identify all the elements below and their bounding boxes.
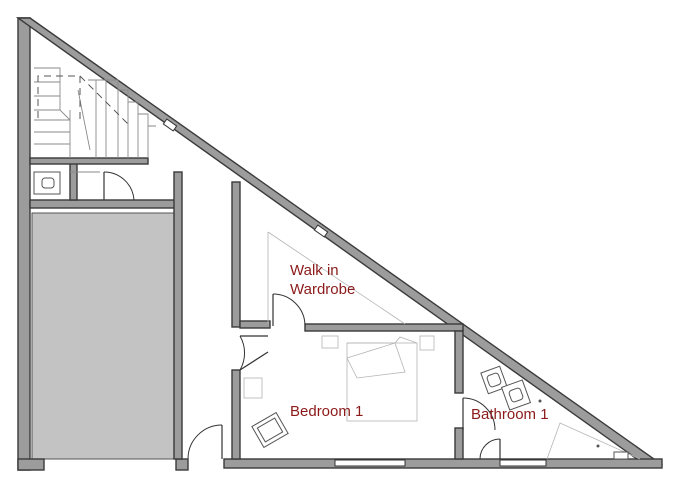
bedside-table-right: [419, 335, 435, 351]
stair-end-wall: [29, 157, 149, 165]
wall-corner: [17, 458, 45, 471]
bathroom-window: [499, 459, 547, 467]
wardrobe-wall-bottom: [304, 323, 464, 332]
bathroom-wall-upper: [454, 330, 464, 394]
stair-direction-line: [37, 75, 81, 124]
wardrobe-unit: [243, 377, 263, 399]
bedroom-window: [334, 459, 406, 467]
bed-cover: [346, 342, 406, 379]
west-wall: [17, 17, 31, 471]
room-label-bedroom-1: Bedroom 1: [290, 403, 364, 420]
garage-top-wall: [29, 199, 181, 209]
wardrobe-wall-left: [239, 320, 271, 329]
armchair: [251, 411, 289, 449]
outer-walls: [15, 17, 664, 471]
corridor-wall-upper: [231, 181, 241, 328]
wardrobe-shelf-diagonal: [267, 231, 406, 325]
bedside-table-left: [321, 335, 339, 349]
wardrobe-window: [313, 224, 329, 238]
shower-drain: [596, 444, 600, 448]
stair-base-wall: [69, 159, 78, 201]
bathroom-wall-lower: [454, 427, 464, 460]
bathroom-door2-swing: [479, 438, 501, 460]
bathroom-radiator: [613, 451, 629, 460]
corridor-wall-lower: [231, 369, 241, 460]
stair-window: [162, 118, 178, 132]
wc-door-swing: [103, 171, 135, 201]
shower-tray: [546, 422, 641, 460]
wardrobe-door-swing: [272, 293, 306, 327]
room-label-bathroom-1: Bathroom 1: [471, 406, 549, 423]
bed: [321, 335, 435, 422]
bathroom-door-swing: [462, 397, 496, 431]
stair-flight-left: [34, 67, 61, 111]
garage-side-wall: [173, 171, 183, 460]
garage-area: [31, 212, 175, 460]
bathroom-fixtures: [480, 365, 641, 460]
staircase: [34, 67, 156, 158]
stair-flight-right: [88, 79, 156, 127]
wc-basin-bowl: [41, 177, 55, 189]
room-label-walk-in-wardrobe: Walk in Wardrobe: [290, 262, 356, 298]
south-wall: [223, 458, 663, 469]
front-door-swing: [187, 424, 223, 460]
wall-stub: [175, 458, 189, 471]
interior-walls: [29, 157, 464, 460]
bedroom-door-swing: [239, 335, 246, 371]
